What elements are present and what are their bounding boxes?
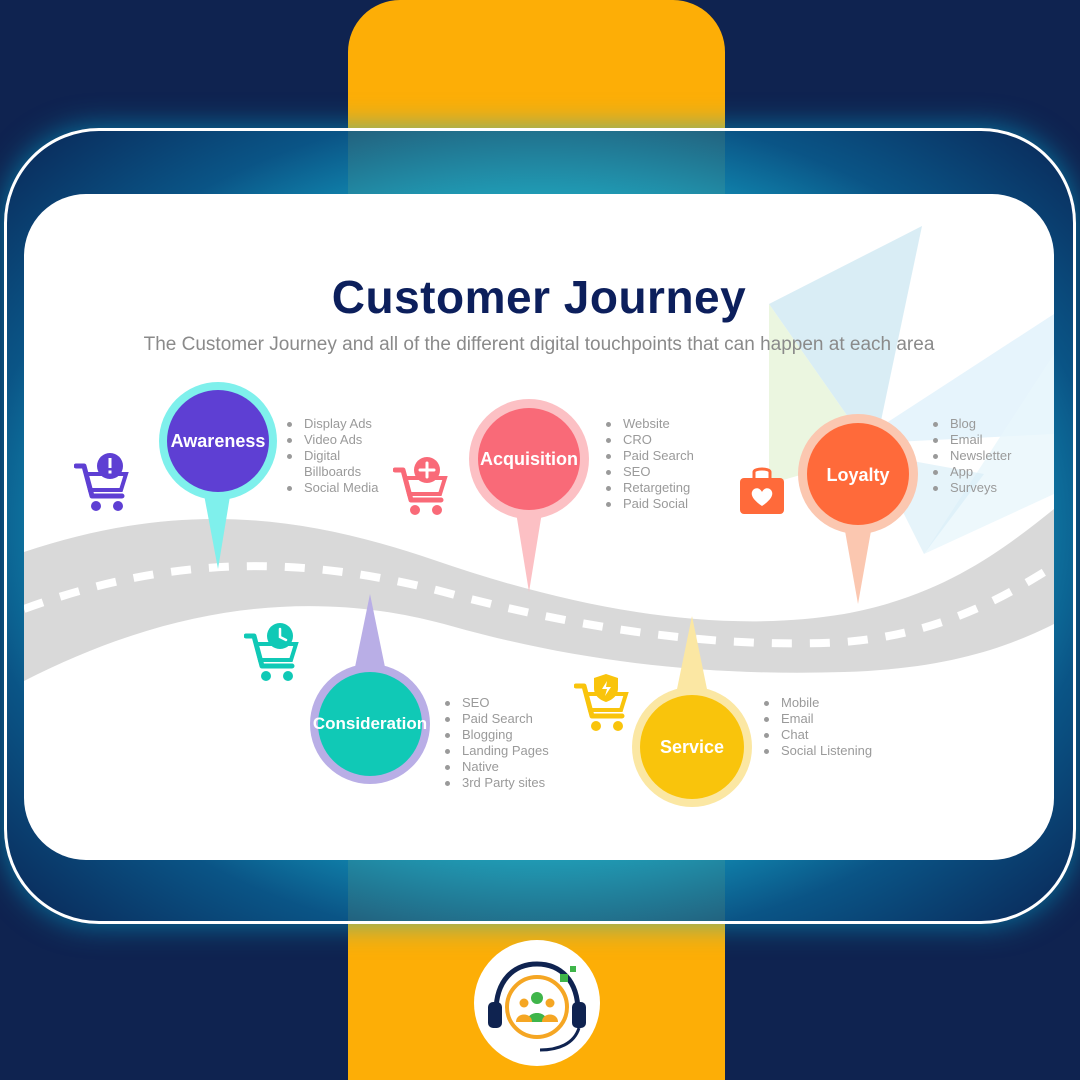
list-item: Billboards: [304, 464, 362, 479]
list-item: Display Ads: [287, 416, 378, 432]
shopping-bag-heart-icon: [740, 467, 784, 514]
list-item: Chat: [764, 727, 872, 743]
stage-awareness-label: Awareness: [170, 431, 266, 451]
list-item: Digital: [287, 448, 378, 464]
list-item: Paid Search: [606, 448, 694, 464]
stage-acquisition-label: Acquisition: [480, 449, 578, 469]
cart-shield-icon: [574, 674, 629, 731]
service-pin: [632, 616, 752, 807]
list-item: Email: [933, 432, 1011, 448]
list-item: 3rd Party sites: [445, 775, 549, 791]
page-title: Customer Journey: [331, 271, 747, 323]
stage-service-label: Service: [659, 737, 725, 757]
consideration-pin: [310, 594, 430, 784]
list-item: Retargeting: [606, 480, 694, 496]
cart-alert-icon: [74, 453, 129, 511]
list-item: Email: [764, 711, 872, 727]
acquisition-pin: [469, 399, 589, 592]
stage-consideration-label: Consideration: [312, 714, 428, 733]
list-item: Surveys: [933, 480, 1011, 496]
list-item: SEO: [445, 695, 549, 711]
loyalty-touchpoints: Blog Email Newsletter App Surveys: [933, 416, 1011, 496]
list-item: SEO: [606, 464, 694, 480]
page-subtitle: The Customer Journey and all of the diff…: [143, 334, 935, 355]
list-item: Native: [445, 759, 549, 775]
service-touchpoints: Mobile Email Chat Social Listening: [764, 695, 872, 759]
list-item: Social Media: [287, 480, 378, 496]
list-item: Newsletter: [933, 448, 1011, 464]
list-item: Video Ads: [287, 432, 378, 448]
list-item: Landing Pages: [445, 743, 549, 759]
cart-plus-icon: [393, 457, 448, 515]
list-item: Website: [606, 416, 694, 432]
list-item: Blog: [933, 416, 1011, 432]
cart-clock-icon: [244, 623, 299, 681]
list-item: Social Listening: [764, 743, 872, 759]
brand-logo: [474, 940, 600, 1066]
road: [24, 509, 1054, 681]
awareness-pin: [159, 382, 277, 569]
journey-card: Customer Journey The Customer Journey an…: [24, 194, 1054, 860]
loyalty-pin: [798, 414, 918, 604]
list-item: Blogging: [445, 727, 549, 743]
list-item: App: [933, 464, 1011, 480]
acquisition-touchpoints: Website CRO Paid Search SEO Retargeting …: [606, 416, 694, 512]
list-item: Paid Search: [445, 711, 549, 727]
headset-logo-icon: [488, 961, 586, 1052]
list-item: Mobile: [764, 695, 872, 711]
awareness-touchpoints: Display Ads Video Ads Digital Billboards…: [287, 416, 378, 496]
list-item: CRO: [606, 432, 694, 448]
list-item: Paid Social: [606, 496, 694, 512]
consideration-touchpoints: SEO Paid Search Blogging Landing Pages N…: [445, 695, 549, 791]
stage-loyalty-label: Loyalty: [826, 465, 890, 485]
